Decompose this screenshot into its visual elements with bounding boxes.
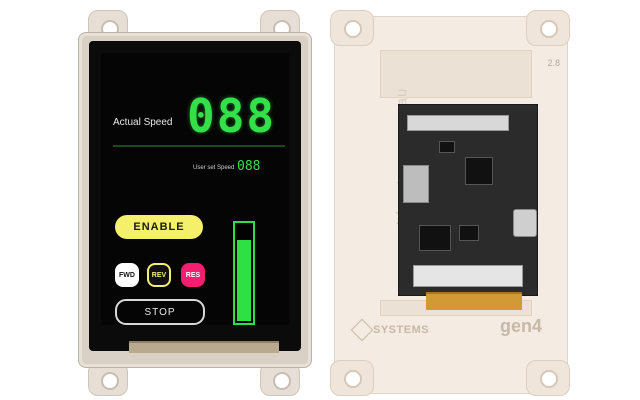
fwd-button[interactable]: FWD — [115, 263, 139, 287]
touch-screen: Actual Speed 088 User set Speed 088 ENAB… — [101, 53, 289, 325]
back-mounting-ear-top-left — [330, 10, 374, 46]
display-module-back: 2.8 www.4dsystems.com.au SYSTEMS gen4 — [330, 10, 570, 396]
series-label: gen4 — [499, 316, 542, 336]
res-button[interactable]: RES — [181, 263, 205, 287]
actual-speed-label: Actual Speed — [113, 117, 173, 128]
processor-chip — [465, 157, 493, 185]
sd-card-slot — [403, 165, 429, 203]
speed-gauge-fill — [237, 240, 251, 321]
display-module-front: Actual Speed 088 User set Speed 088 ENAB… — [72, 10, 316, 396]
revision-label: 2.8 — [547, 58, 560, 68]
enable-button[interactable]: ENABLE — [115, 215, 203, 239]
actual-speed-readout: 088 — [187, 89, 277, 143]
speed-divider — [113, 145, 285, 147]
stop-button[interactable]: STOP — [115, 299, 205, 325]
4d-logo-icon — [350, 318, 374, 342]
user-set-speed-readout: 088 — [237, 159, 261, 174]
user-set-speed-label: User set Speed — [193, 165, 235, 171]
bottom-connector — [413, 265, 523, 287]
regulator-chip — [459, 225, 479, 241]
brand-text: SYSTEMS — [373, 324, 430, 336]
circuit-board — [398, 104, 538, 296]
flex-cable-strip — [129, 341, 279, 353]
memory-chip — [419, 225, 451, 251]
usb-c-port — [513, 209, 537, 237]
small-chip — [439, 141, 455, 153]
back-mounting-ear-bottom-right — [526, 360, 570, 396]
rev-button[interactable]: REV — [147, 263, 171, 287]
speed-gauge[interactable] — [233, 221, 255, 325]
back-mounting-ear-top-right — [526, 10, 570, 46]
back-mounting-ear-bottom-left — [330, 360, 374, 396]
brand-mark: SYSTEMS — [350, 318, 430, 342]
top-connector — [407, 115, 509, 131]
ribbon-cable — [426, 292, 522, 310]
housing-rail-top — [380, 50, 532, 98]
screen-frame: Actual Speed 088 User set Speed 088 ENAB… — [89, 41, 301, 353]
display-bezel: Actual Speed 088 User set Speed 088 ENAB… — [78, 32, 312, 368]
